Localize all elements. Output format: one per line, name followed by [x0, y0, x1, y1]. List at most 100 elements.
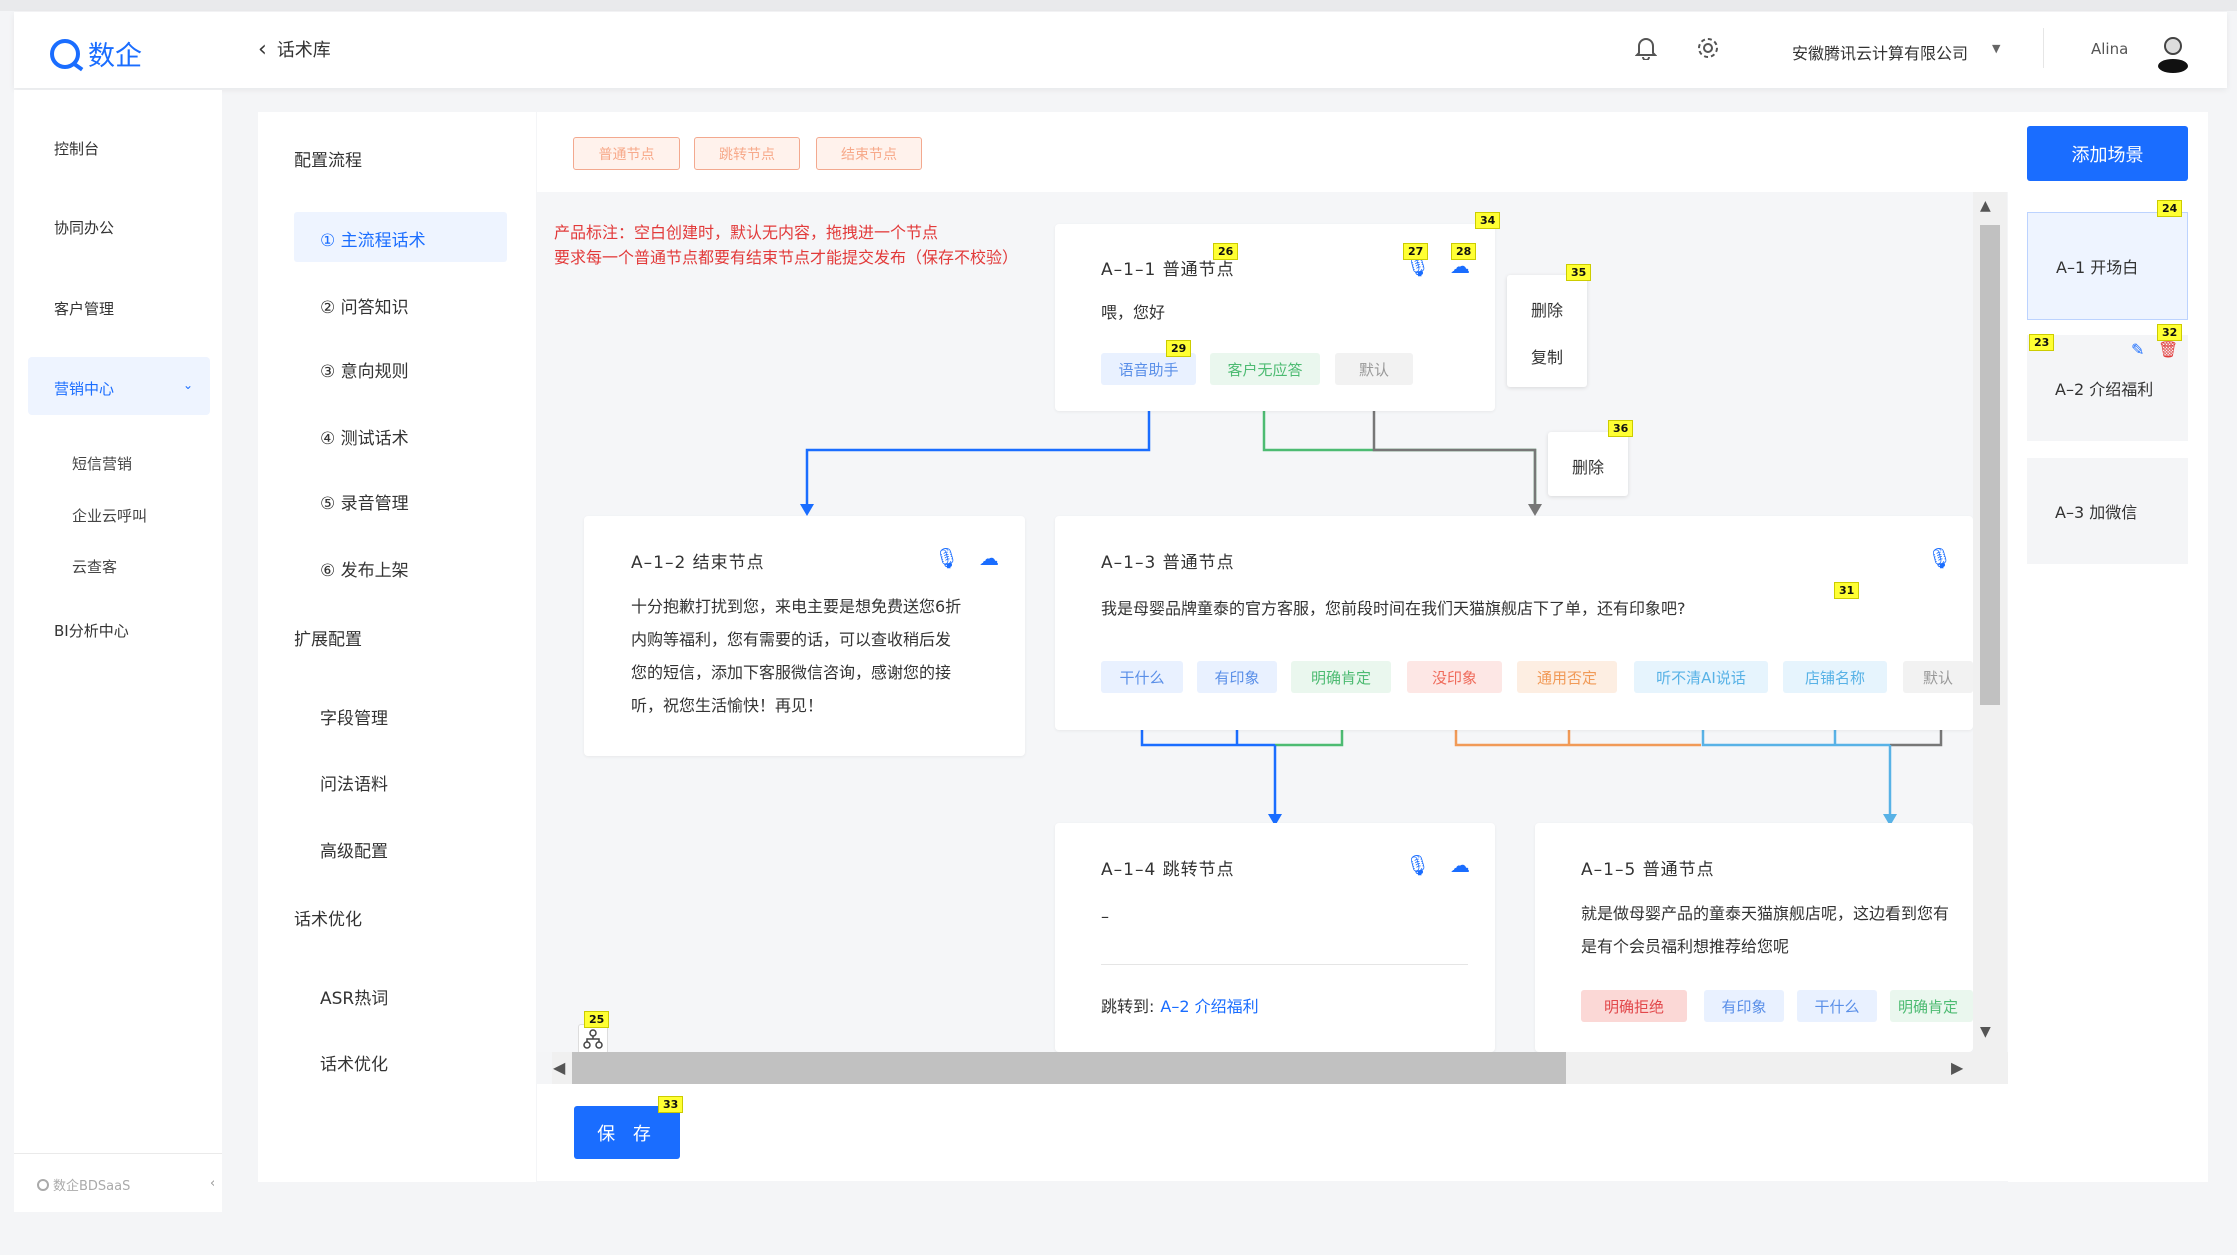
tree-layout-icon[interactable] [578, 1024, 608, 1054]
edge-menu-delete[interactable]: 删除 [1572, 458, 1605, 477]
chevron-left-icon: ‹ [258, 36, 267, 62]
scroll-up-icon[interactable]: ▲ [1980, 198, 1991, 214]
microphone-icon[interactable]: 🎙 [934, 546, 960, 570]
branch-chip[interactable]: 没印象 [1407, 661, 1502, 693]
drag-jump-node[interactable]: 跳转节点 [694, 137, 800, 170]
step-main-flow[interactable]: ① 主流程话术 [320, 231, 426, 251]
nav-active-bg [28, 357, 210, 415]
branch-chip[interactable]: 明确肯定 [1890, 990, 1973, 1022]
subnav-cloudcall[interactable]: 企业云呼叫 [72, 507, 148, 525]
node-title: A–1–5 普通节点 [1581, 860, 1715, 880]
scene-item[interactable]: A–2 介绍福利 [2027, 335, 2188, 441]
marker-badge: 27 [1403, 243, 1429, 260]
scroll-left-icon[interactable]: ◀ [553, 1058, 566, 1077]
menu-copy[interactable]: 复制 [1531, 348, 1564, 367]
avatar[interactable] [2157, 34, 2189, 74]
logo-icon [50, 38, 80, 69]
jump-target-link[interactable]: A–2 介绍福利 [1160, 997, 1259, 1016]
node-title: A–1–4 跳转节点 [1101, 860, 1235, 880]
add-scene-button[interactable]: 添加场景 [2027, 126, 2188, 181]
node-title: A–1–3 普通节点 [1101, 553, 1235, 573]
edge-n1-n2 [805, 387, 1151, 507]
edge-context-menu [1548, 432, 1628, 496]
arrow-n2 [800, 504, 814, 516]
branch-chip[interactable]: 通用否定 [1517, 661, 1617, 693]
save-button[interactable]: 保 存 [574, 1106, 680, 1159]
bell-icon[interactable] [1634, 36, 1658, 65]
branch-chip[interactable]: 店铺名称 [1783, 661, 1887, 693]
node-text-line: 内购等福利，您有需要的话，可以查收稍后发 [631, 630, 952, 649]
branch-chip[interactable]: 有印象 [1704, 990, 1784, 1022]
branch-chip[interactable]: 干什么 [1797, 990, 1877, 1022]
node-title: A–1–2 结束节点 [631, 553, 765, 573]
section-ext: 扩展配置 [294, 630, 362, 650]
cloud-upload-icon[interactable]: ☁ [979, 546, 999, 570]
scene-item[interactable]: A–3 加微信 [2027, 458, 2188, 564]
edit-icon[interactable]: ✎ [2131, 340, 2145, 359]
horizontal-scroll-thumb[interactable] [572, 1052, 1566, 1084]
footer-brand-text: 数企BDSaaS [53, 1179, 131, 1194]
chevron-down-icon[interactable]: ⌄ [183, 378, 194, 392]
scene-item[interactable]: A–1 开场白 [2027, 212, 2188, 320]
node-text-line: 十分抱歉打扰到您，来电主要是想免费送您6折 [631, 597, 962, 616]
drag-normal-node[interactable]: 普通节点 [573, 137, 680, 170]
branch-chip[interactable]: 明确肯定 [1291, 661, 1391, 693]
branch-chip[interactable]: 默认 [1335, 353, 1413, 385]
nav-item-collab[interactable]: 协同办公 [54, 219, 115, 237]
nav-item-customer[interactable]: 客户管理 [54, 300, 115, 318]
section-config-flow: 配置流程 [294, 151, 362, 171]
branch-chip[interactable]: 听不清AI说话 [1634, 661, 1768, 693]
step-recording[interactable]: ⑤ 录音管理 [320, 494, 409, 514]
branch-chip[interactable]: 语音助手 [1101, 353, 1196, 385]
opt-asr[interactable]: ASR热词 [320, 989, 389, 1009]
node-a-1-4[interactable] [1055, 823, 1495, 1052]
branch-chip[interactable]: 有印象 [1197, 661, 1277, 693]
marker-badge: 33 [658, 1096, 684, 1113]
ext-fields[interactable]: 字段管理 [320, 709, 388, 729]
scene-label: A–2 介绍福利 [2055, 380, 2154, 399]
marker-badge: 23 [2029, 334, 2055, 351]
branch-chip[interactable]: 明确拒绝 [1581, 990, 1687, 1022]
node-context-menu [1507, 275, 1587, 387]
scroll-down-icon[interactable]: ▼ [1980, 1024, 1991, 1040]
branch-chip[interactable]: 默认 [1903, 661, 1973, 693]
ext-corpus[interactable]: 问法语料 [320, 775, 388, 795]
back-link[interactable]: ‹ 话术库 [258, 36, 331, 62]
microphone-icon[interactable]: 🎙 [1405, 853, 1431, 877]
ext-advanced[interactable]: 高级配置 [320, 842, 388, 862]
step-test[interactable]: ④ 测试话术 [320, 429, 409, 449]
user-name[interactable]: Alina [2091, 40, 2129, 58]
nav-item-console[interactable]: 控制台 [54, 140, 100, 158]
caret-down-icon[interactable]: ▼ [1992, 42, 2001, 55]
node-a-1-2[interactable] [584, 516, 1025, 756]
collapse-sidebar-icon[interactable]: ‹ [210, 1176, 216, 1191]
step-intent[interactable]: ③ 意向规则 [320, 362, 409, 382]
nav-item-bi[interactable]: BI分析中心 [54, 622, 129, 640]
menu-delete[interactable]: 删除 [1531, 301, 1564, 320]
subnav-sms[interactable]: 短信营销 [72, 455, 133, 473]
back-label: 话术库 [276, 40, 331, 61]
drag-end-node[interactable]: 结束节点 [816, 137, 922, 170]
cloud-upload-icon[interactable]: ☁ [1450, 853, 1470, 877]
step-active-bg [294, 212, 507, 262]
step-publish[interactable]: ⑥ 发布上架 [320, 561, 409, 581]
cloud-upload-icon[interactable]: ☁ [1450, 254, 1470, 278]
step-qa[interactable]: ② 问答知识 [320, 298, 409, 318]
brand-logo[interactable]: 数企 [50, 34, 142, 73]
subnav-yunchake[interactable]: 云查客 [72, 558, 118, 576]
trash-icon[interactable]: 🗑 [2158, 340, 2179, 359]
sidebar-divider [14, 1153, 222, 1154]
branch-chip[interactable]: 客户无应答 [1210, 353, 1320, 385]
node-a-1-3[interactable] [1055, 516, 1973, 730]
microphone-icon[interactable]: 🎙 [1927, 546, 1953, 570]
vertical-scroll-thumb[interactable] [1980, 225, 2000, 705]
branch-chip[interactable]: 干什么 [1101, 661, 1183, 693]
nav-item-marketing[interactable]: 营销中心 [54, 380, 115, 398]
sidebar [14, 90, 222, 1212]
company-name[interactable]: 安徽腾讯云计算有限公司 [1792, 44, 1969, 63]
gear-icon[interactable] [1696, 36, 1720, 65]
jump-target-row: 跳转到: A–2 介绍福利 [1101, 993, 1259, 1017]
jump-label: 跳转到: [1101, 997, 1155, 1016]
scroll-right-icon[interactable]: ▶ [1951, 1058, 1964, 1077]
opt-script[interactable]: 话术优化 [320, 1055, 388, 1075]
